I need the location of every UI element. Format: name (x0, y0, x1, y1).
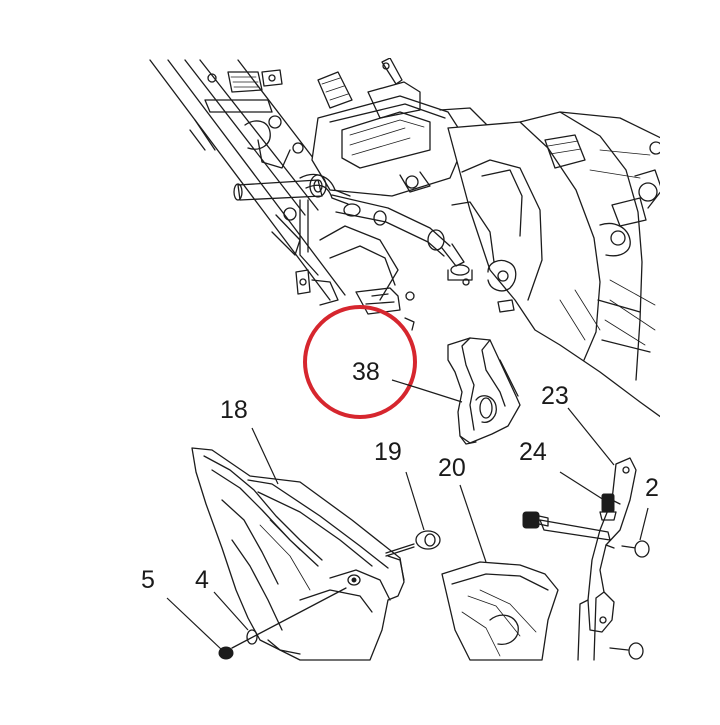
callout-5: 5 (141, 566, 155, 594)
callout-19: 19 (374, 438, 402, 466)
fastener-19-screw (385, 530, 441, 557)
callout-20: 20 (438, 454, 466, 482)
callout-4: 4 (195, 566, 209, 594)
callout-2: 2 (645, 474, 659, 502)
part-20-cover (441, 561, 559, 661)
callout-23: 23 (541, 382, 569, 410)
callout-38: 38 (352, 358, 380, 386)
highlight-circle (303, 305, 417, 419)
part-18-side-panel (191, 447, 405, 661)
fastener-2-screw (621, 540, 650, 558)
part-23-bracket (539, 457, 637, 661)
frame-assembly (149, 58, 660, 418)
fastener-5-bolt (218, 587, 347, 660)
part-24-spacers (522, 493, 617, 529)
fastener-lower-right-screw (609, 642, 644, 660)
callout-18: 18 (220, 396, 248, 424)
callout-labels: 38 18 19 20 23 24 2 5 4 (141, 358, 659, 594)
part-38-bracket (447, 337, 521, 445)
callout-24: 24 (519, 438, 547, 466)
leader-lines (166, 379, 649, 651)
